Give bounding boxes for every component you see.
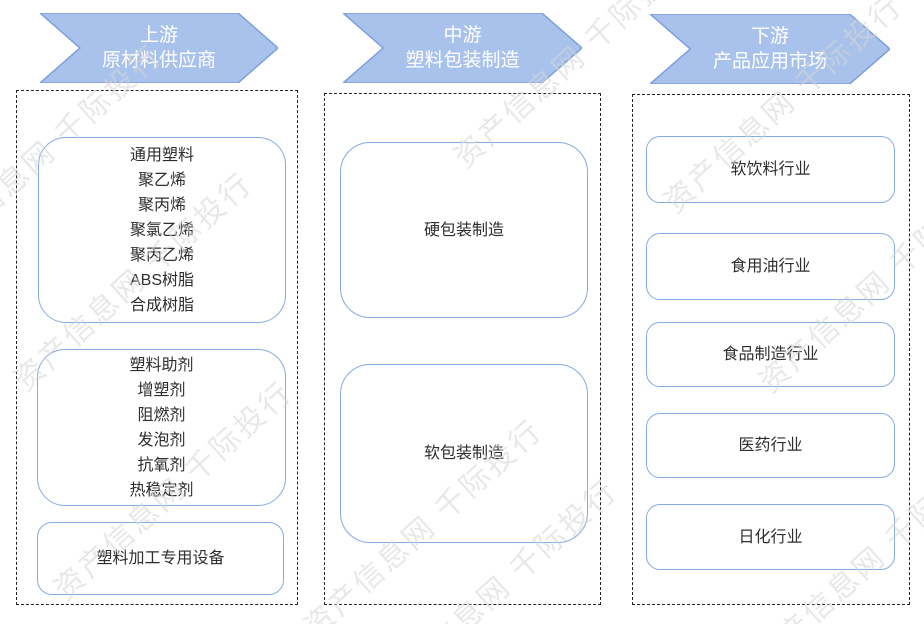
box-line: 软包装制造: [423, 445, 504, 462]
box-line: 聚丙乙烯: [129, 246, 194, 264]
midstream-header-arrow: 中游 塑料包装制造: [343, 13, 582, 83]
box-line: 医药行业: [738, 437, 803, 454]
chevron-arrow-icon: [40, 13, 278, 83]
downstream-stage-desc: 产品应用市场: [712, 51, 827, 72]
box-line: 食品制造行业: [722, 346, 819, 363]
box-line: 硬包装制造: [423, 221, 504, 239]
rigid-packaging-box: 硬包装制造: [340, 142, 588, 318]
upstream-stage-name: 上游: [139, 24, 178, 46]
box-line: ABS树脂: [129, 271, 195, 289]
midstream-column-container: 硬包装制造 软包装制造: [324, 93, 601, 605]
general-plastics-box: 通用塑料 聚乙烯 聚丙烯 聚氯乙烯 聚丙乙烯 ABS树脂 合成树脂: [38, 137, 286, 323]
soft-drinks-box: 软饮料行业: [646, 136, 895, 203]
box-line: 日化行业: [738, 528, 803, 546]
box-line: 抗氧剂: [137, 456, 186, 474]
box-line: 塑料加工专用设备: [96, 550, 225, 567]
chevron-arrow-icon: [343, 13, 582, 83]
box-line: 聚氯乙烯: [129, 221, 194, 239]
box-line: 合成树脂: [129, 296, 194, 314]
food-manufacturing-box: 食品制造行业: [646, 322, 895, 387]
box-line: 阻燃剂: [137, 406, 186, 424]
plastic-additives-box: 塑料助剂 增塑剂 阻燃剂 发泡剂 抗氧剂 热稳定剂: [37, 349, 286, 506]
box-line: 聚丙烯: [137, 196, 186, 214]
daily-chemical-box: 日化行业: [646, 504, 895, 570]
upstream-column-container: 通用塑料 聚乙烯 聚丙烯 聚氯乙烯 聚丙乙烯 ABS树脂 合成树脂 塑料助剂 增…: [16, 90, 298, 605]
box-line: 软饮料行业: [730, 161, 811, 178]
downstream-stage-name: 下游: [750, 25, 789, 47]
midstream-stage-name: 中游: [443, 24, 482, 46]
box-line: 增塑剂: [137, 381, 186, 399]
box-line: 食用油行业: [730, 258, 811, 275]
flexible-packaging-box: 软包装制造: [340, 364, 588, 543]
box-line: 发泡剂: [137, 431, 186, 449]
midstream-stage-desc: 塑料包装制造: [405, 50, 520, 71]
processing-equipment-box: 塑料加工专用设备: [37, 522, 284, 595]
chevron-arrow-icon: [650, 14, 890, 84]
upstream-header-arrow: 上游 原材料供应商: [40, 13, 278, 83]
downstream-column-container: 软饮料行业 食用油行业 食品制造行业 医药行业 日化行业: [632, 94, 910, 605]
midstream-header-label: 中游 塑料包装制造: [343, 13, 582, 83]
upstream-header-label: 上游 原材料供应商: [40, 13, 278, 83]
pharmaceutical-box: 医药行业: [646, 413, 895, 478]
edible-oil-box: 食用油行业: [646, 233, 895, 300]
box-line: 通用塑料: [129, 146, 194, 164]
downstream-header-arrow: 下游 产品应用市场: [650, 14, 890, 84]
box-line: 热稳定剂: [129, 481, 194, 499]
downstream-header-label: 下游 产品应用市场: [650, 14, 890, 84]
upstream-stage-desc: 原材料供应商: [101, 50, 216, 71]
box-line: 聚乙烯: [137, 171, 186, 189]
box-line: 塑料助剂: [129, 356, 194, 374]
